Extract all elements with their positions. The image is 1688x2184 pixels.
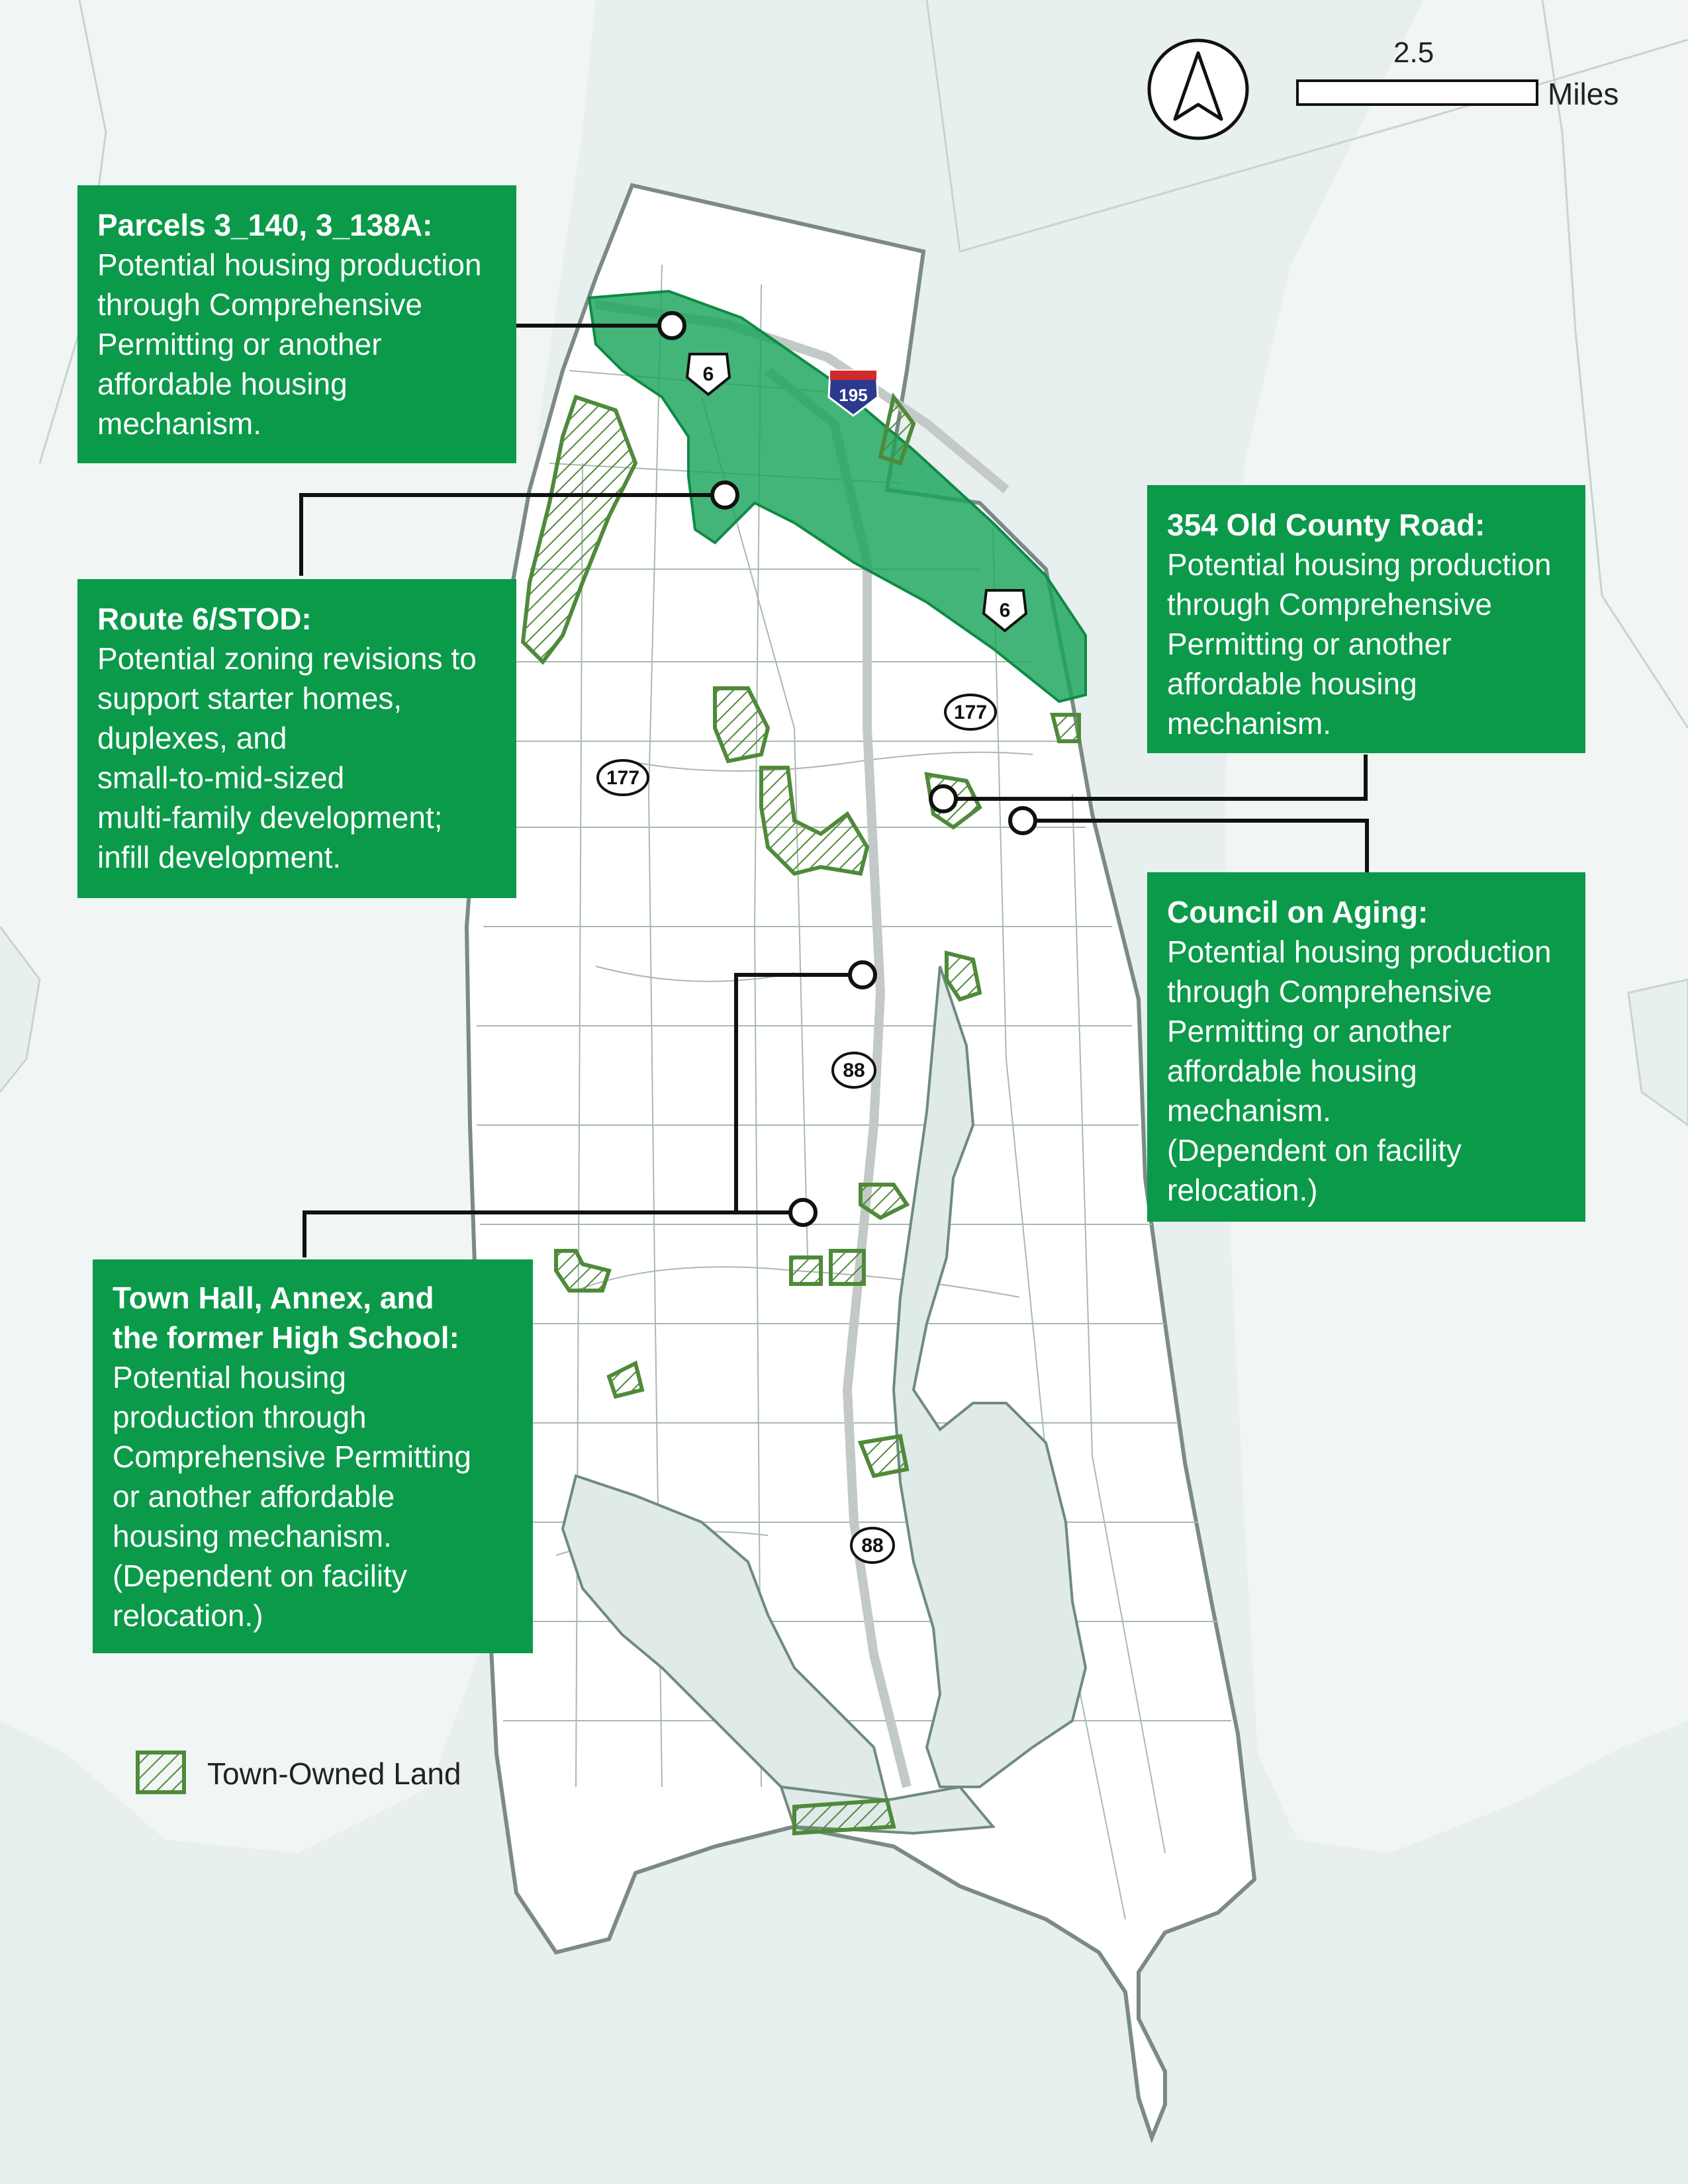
callout-route6-body: Potential zoning revisions to support st… — [97, 641, 477, 874]
legend-swatch-icon — [136, 1751, 186, 1794]
route-shield-i195: 195 — [827, 369, 879, 417]
route-shield-ri177-a: 177 — [944, 694, 997, 731]
svg-text:177: 177 — [606, 767, 639, 789]
callout-parcels-title: Parcels 3_140, 3_138A: — [97, 208, 433, 242]
route-shield-ri177-b: 177 — [596, 759, 649, 796]
svg-text:88: 88 — [843, 1060, 865, 1081]
svg-text:6: 6 — [1000, 600, 1011, 621]
leader-lines — [299, 324, 1369, 1257]
callout-townhall-title: Town Hall, Annex, and the former High Sc… — [113, 1281, 459, 1355]
callout-old-county-body: Potential housing production through Com… — [1167, 547, 1552, 741]
route6-highlight-zone — [587, 289, 1087, 704]
callout-route6-title: Route 6/STOD: — [97, 602, 312, 636]
town-owned-parcels — [520, 392, 1081, 1836]
marker-parcels[interactable] — [657, 311, 686, 340]
callout-aging: Council on Aging: Potential housing prod… — [1147, 872, 1585, 1222]
north-arrow-icon — [1147, 38, 1249, 140]
callout-route6: Route 6/STOD: Potential zoning revisions… — [77, 579, 516, 898]
route-shield-ri88-a: 88 — [831, 1052, 876, 1089]
svg-text:177: 177 — [954, 702, 987, 723]
route-shield-us6-b: 6 — [982, 589, 1028, 633]
callout-townhall-body: Potential housing production through Com… — [113, 1360, 472, 1633]
route-shield-ri88-b: 88 — [850, 1527, 895, 1564]
callout-old-county-title: 354 Old County Road: — [1167, 508, 1485, 542]
callout-aging-body: Potential housing production through Com… — [1167, 934, 1552, 1207]
callout-aging-title: Council on Aging: — [1167, 895, 1429, 929]
route-shield-us6-a: 6 — [685, 353, 731, 396]
svg-text:6: 6 — [703, 363, 714, 385]
scale-bar — [1296, 79, 1538, 106]
leader-markers — [657, 311, 1037, 1227]
marker-route88[interactable] — [848, 960, 877, 989]
legend: Town-Owned Land — [136, 1751, 461, 1797]
marker-route6[interactable] — [710, 480, 739, 510]
svg-text:88: 88 — [861, 1535, 883, 1557]
callout-parcels: Parcels 3_140, 3_138A: Potential housing… — [77, 185, 516, 463]
legend-label: Town-Owned Land — [207, 1756, 461, 1791]
callout-townhall: Town Hall, Annex, and the former High Sc… — [93, 1259, 533, 1653]
scale-bar-value: 2.5 — [1393, 36, 1434, 69]
callout-old-county: 354 Old County Road: Potential housing p… — [1147, 485, 1585, 753]
svg-text:195: 195 — [839, 385, 867, 405]
marker-aging[interactable] — [1008, 806, 1037, 835]
callout-parcels-body: Potential housing production through Com… — [97, 248, 482, 441]
marker-old-county[interactable] — [929, 784, 958, 813]
marker-townhall[interactable] — [788, 1198, 818, 1227]
scale-bar-unit: Miles — [1548, 77, 1619, 111]
